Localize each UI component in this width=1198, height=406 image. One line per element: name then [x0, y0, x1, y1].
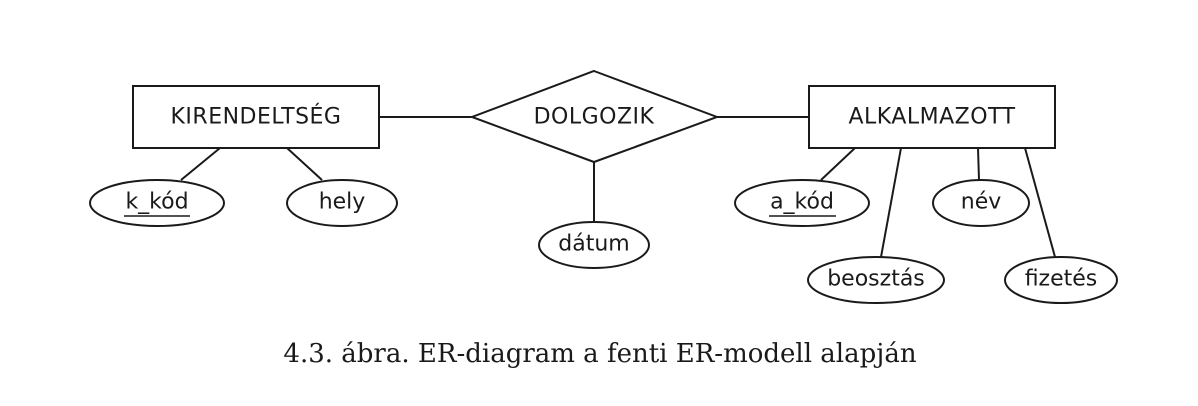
entity-box	[808, 85, 1056, 149]
attribute-ellipse	[538, 221, 650, 269]
relationship-label: DOLGOZIK	[534, 105, 655, 130]
figure-caption: 4.3. ábra. ER-diagram a fenti ER-modell …	[283, 339, 916, 369]
entity-kirendeltseg: KIRENDELTSÉG	[132, 85, 380, 149]
attribute-label: hely	[319, 190, 366, 215]
attribute-label: név	[961, 190, 1002, 215]
link-alkalmazott-fizetes	[1024, 147, 1056, 258]
attribute-k-kod: k_kód	[89, 179, 225, 227]
attribute-label: fizetés	[1025, 267, 1098, 292]
link-alkalmazott-nev	[977, 147, 980, 181]
entity-alkalmazott: ALKALMAZOTT	[808, 85, 1056, 149]
entity-box	[132, 85, 380, 149]
link-kirendeltseg-hely	[286, 147, 323, 181]
attribute-nev: név	[932, 179, 1030, 227]
attribute-a-kod: a_kód	[734, 179, 870, 227]
attribute-datum: dátum	[538, 221, 650, 269]
attribute-ellipse	[734, 179, 870, 227]
relationship-diamond	[469, 69, 720, 164]
entity-label: KIRENDELTSÉG	[171, 104, 342, 130]
attribute-beosztas: beosztás	[807, 256, 945, 304]
attribute-label: k_kód	[125, 190, 188, 215]
attribute-label: beosztás	[827, 267, 925, 292]
attribute-label: dátum	[558, 232, 629, 257]
attribute-hely: hely	[286, 179, 398, 227]
attribute-ellipse	[286, 179, 398, 227]
link-alkalmazott-beosztas	[880, 147, 902, 258]
attribute-fizetes: fizetés	[1004, 256, 1118, 304]
attribute-ellipse	[1004, 256, 1118, 304]
link-alkalmazott-a-kod	[820, 147, 856, 181]
diagram-links	[180, 116, 1056, 258]
link-kirendeltseg-k-kod	[180, 147, 221, 181]
attribute-ellipse	[89, 179, 225, 227]
entity-label: ALKALMAZOTT	[848, 105, 1015, 130]
attribute-ellipse	[932, 179, 1030, 227]
relationship-dolgozik: DOLGOZIK	[469, 69, 720, 164]
attribute-ellipse	[807, 256, 945, 304]
attribute-label: a_kód	[770, 190, 834, 215]
